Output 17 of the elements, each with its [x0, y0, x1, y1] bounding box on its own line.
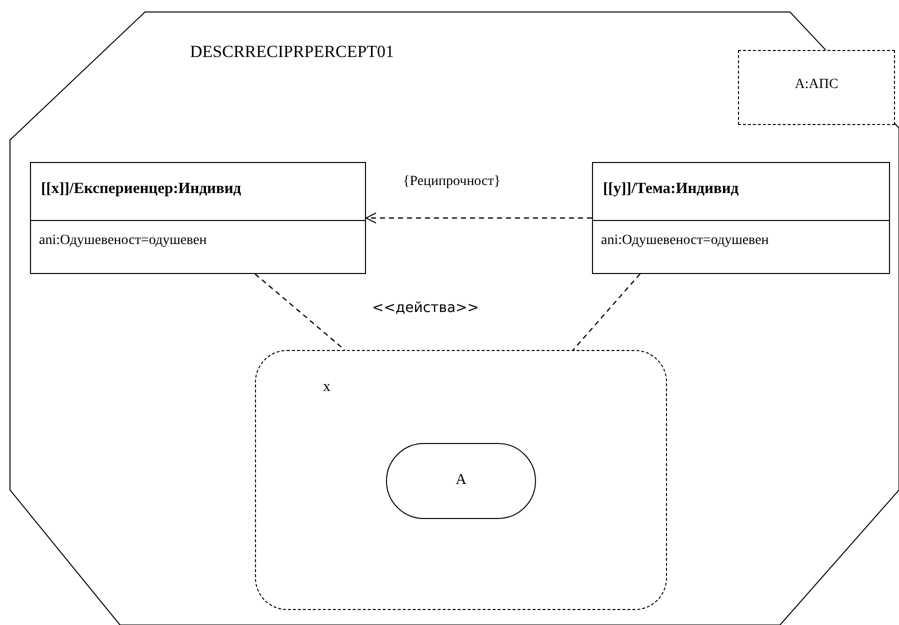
rounded-state [386, 443, 536, 519]
box-label: x [323, 379, 330, 396]
attribute-text: ani:Одушевеност=одушевен [39, 233, 207, 249]
class-name: [[x]]/Експериенцер:Индивид [41, 180, 242, 198]
class-name: [[y]]/Тема:Индивид [603, 180, 739, 198]
attribute-text: ani:Одушевеност=одушевен [601, 233, 769, 249]
state-label: A [454, 472, 468, 489]
box-label: A:АПС [794, 77, 840, 93]
class-box [30, 162, 366, 274]
class-box [592, 162, 890, 274]
dashed-box [738, 50, 895, 125]
connector-line [254, 274, 346, 350]
dashed-rounded-box [255, 350, 667, 610]
arrow [366, 212, 592, 224]
frame-label: DESCRRECIPRPERCEPT01 [190, 42, 394, 62]
stereotype-label: <<действа>> [372, 300, 479, 316]
connector-line [572, 274, 640, 350]
